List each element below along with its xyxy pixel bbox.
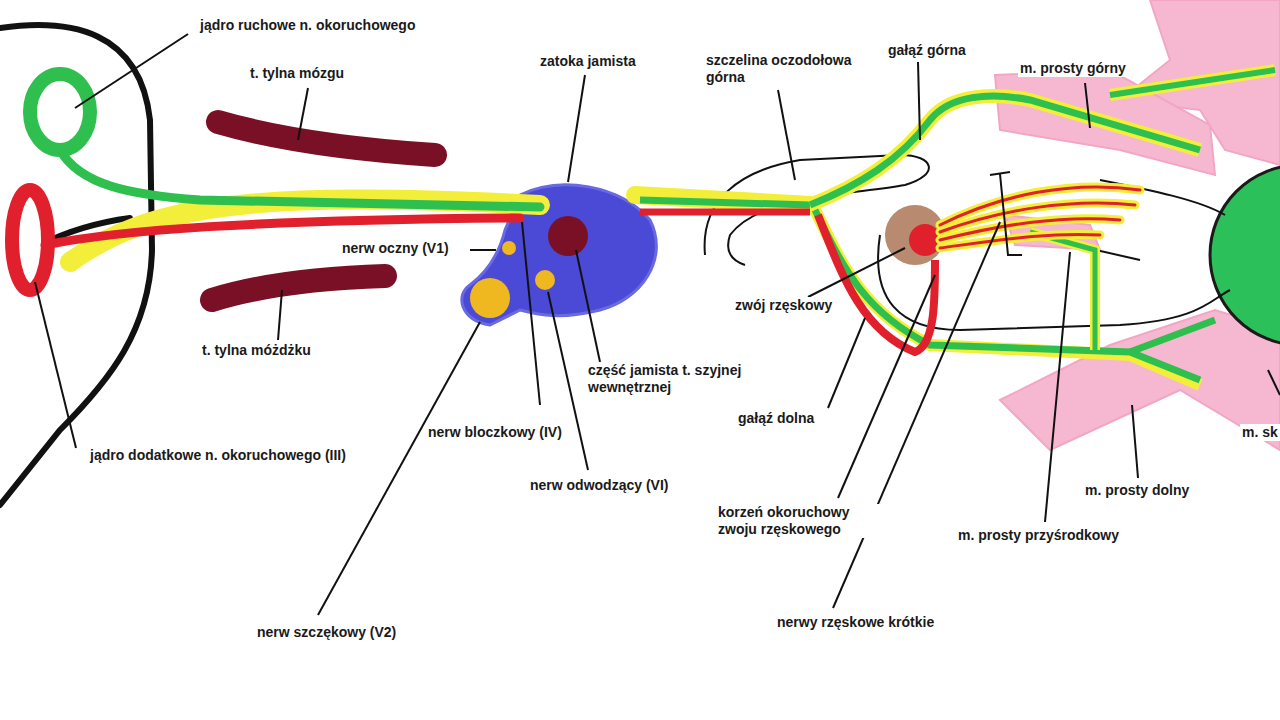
anatomy-label: gałąź dolna bbox=[736, 410, 816, 427]
anatomy-label: nerw bloczkowy (IV) bbox=[426, 424, 564, 441]
anatomy-label: m. prosty dolny bbox=[1083, 482, 1191, 499]
anatomy-label: gałąź górna bbox=[886, 42, 968, 59]
anatomy-label: nerw szczękowy (V2) bbox=[255, 624, 398, 641]
anatomy-label: nerw oczny (V1) bbox=[340, 240, 451, 257]
anatomy-label: t. tylna móżdżku bbox=[200, 342, 313, 359]
anatomy-label: część jamista t. szyjnej wewnętrznej bbox=[586, 362, 770, 396]
anatomy-label: jądro dodatkowe n. okoruchowego (III) bbox=[88, 447, 348, 464]
anatomy-label: t. tylna mózgu bbox=[248, 65, 346, 82]
anatomy-label: m. prosty górny bbox=[1018, 60, 1128, 77]
anatomy-label: nerw odwodzący (VI) bbox=[528, 477, 670, 494]
anatomy-label: zatoka jamista bbox=[538, 53, 638, 70]
anatomy-label: szczelina oczodołowa górna bbox=[704, 52, 878, 86]
leader-lines bbox=[35, 34, 1280, 615]
anatomy-label: m. prosty przyśrodkowy bbox=[956, 527, 1121, 544]
anatomy-label: m. sk bbox=[1240, 424, 1280, 441]
anatomy-label: jądro ruchowe n. okoruchowego bbox=[198, 17, 417, 34]
anatomy-label: zwój rzęskowy bbox=[733, 297, 834, 314]
anatomy-label: nerwy rzęskowe krótkie bbox=[775, 614, 936, 631]
anatomy-label: korzeń okoruchowy zwoju rzęskowego bbox=[716, 504, 880, 538]
